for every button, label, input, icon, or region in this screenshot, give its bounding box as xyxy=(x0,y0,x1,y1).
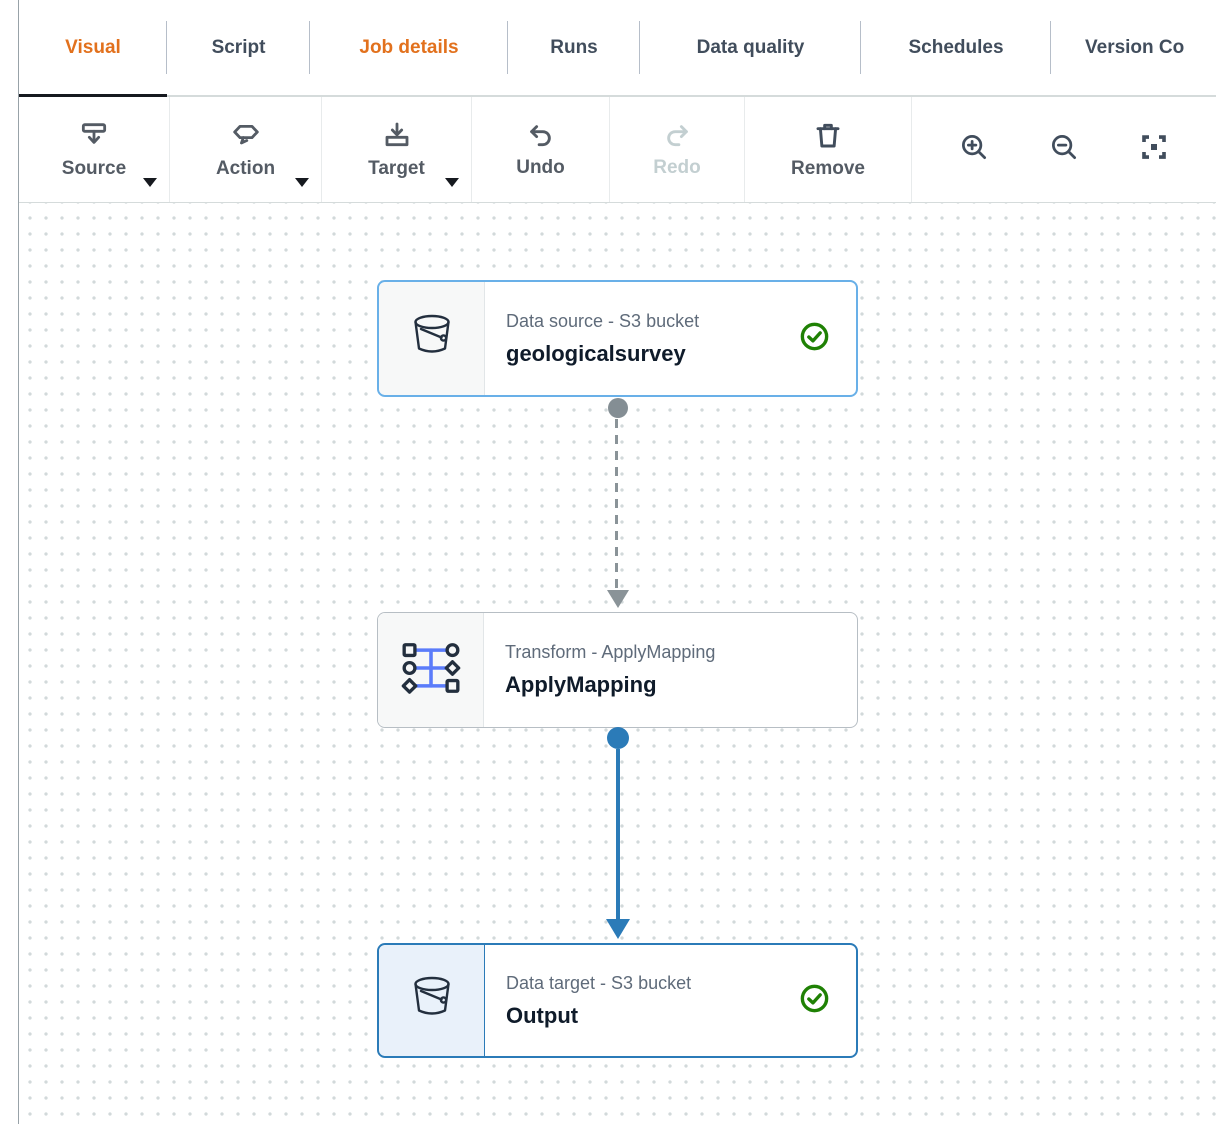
tab-label: Runs xyxy=(550,36,598,58)
trash-icon xyxy=(812,120,844,152)
output-port-selected[interactable] xyxy=(607,727,629,749)
tab-label: Version Co xyxy=(1085,36,1185,58)
edge-arrowhead xyxy=(607,590,629,608)
tab-divider xyxy=(309,21,310,74)
undo-icon xyxy=(526,121,556,151)
target-icon xyxy=(381,120,413,152)
zoom-out-button[interactable] xyxy=(1036,122,1092,178)
node-data-target[interactable]: Data target - S3 bucket Output xyxy=(377,943,858,1058)
zoom-in-button[interactable] xyxy=(946,122,1002,178)
tab-script[interactable]: Script xyxy=(167,0,310,95)
node-data-source[interactable]: Data source - S3 bucket geologicalsurvey xyxy=(377,280,858,397)
undo-button-label: Undo xyxy=(516,156,565,178)
node-subtitle: Data source - S3 bucket xyxy=(506,310,700,331)
source-button-label: Source xyxy=(61,157,127,179)
source-icon xyxy=(78,120,110,152)
output-port[interactable] xyxy=(608,398,628,418)
edge-arrowhead xyxy=(606,919,630,939)
node-transform[interactable]: Transform - ApplyMapping ApplyMapping xyxy=(377,612,858,728)
valid-check-icon xyxy=(799,321,830,357)
fit-to-view-button[interactable] xyxy=(1126,122,1182,178)
caret-down-icon xyxy=(445,178,459,187)
canvas-toolbar: Source Action Target xyxy=(19,97,1216,203)
node-text: Data source - S3 bucket geologicalsurvey xyxy=(485,282,856,395)
node-title: Output xyxy=(506,1002,579,1028)
target-button-label: Target xyxy=(368,157,425,179)
panel-left-border xyxy=(18,0,19,1124)
job-graph-canvas[interactable]: Data source - S3 bucket geologicalsurvey xyxy=(19,203,1216,1124)
action-button[interactable]: Action xyxy=(170,97,322,202)
tab-schedules[interactable]: Schedules xyxy=(861,0,1051,95)
tab-version-control[interactable]: Version Co xyxy=(1051,0,1216,95)
zoom-in-icon xyxy=(959,132,989,167)
node-subtitle: Data target - S3 bucket xyxy=(506,972,692,993)
edge-dashed-line xyxy=(615,419,618,591)
glue-studio-editor: Visual Script Job details Runs Data qual… xyxy=(19,0,1216,1124)
node-icon-panel xyxy=(378,613,484,727)
redo-button[interactable]: Redo xyxy=(610,97,745,202)
redo-icon xyxy=(662,121,692,151)
node-title: geologicalsurvey xyxy=(506,340,686,366)
remove-button[interactable]: Remove xyxy=(745,97,912,202)
edge-solid-line xyxy=(616,749,620,920)
s3-bucket-icon xyxy=(404,970,460,1031)
tab-data-quality[interactable]: Data quality xyxy=(640,0,861,95)
node-icon-panel xyxy=(379,945,485,1056)
tab-label: Job details xyxy=(359,36,459,58)
remove-button-label: Remove xyxy=(791,157,865,179)
action-icon xyxy=(230,120,262,152)
action-button-label: Action xyxy=(215,157,276,179)
target-button[interactable]: Target xyxy=(322,97,472,202)
node-text: Data target - S3 bucket Output xyxy=(485,945,856,1056)
node-icon-panel xyxy=(379,282,485,395)
caret-down-icon xyxy=(295,178,309,187)
tab-divider xyxy=(166,21,167,74)
tab-divider xyxy=(1050,21,1051,74)
valid-check-icon xyxy=(799,983,830,1019)
fit-to-view-icon xyxy=(1139,132,1169,167)
node-title: ApplyMapping xyxy=(505,672,657,697)
tab-label: Script xyxy=(211,36,266,58)
tab-label: Schedules xyxy=(908,36,1004,58)
apply-mapping-icon xyxy=(400,637,462,704)
node-subtitle: Transform - ApplyMapping xyxy=(505,642,716,662)
tab-visual[interactable]: Visual xyxy=(19,0,167,99)
tab-divider xyxy=(860,21,861,74)
undo-button[interactable]: Undo xyxy=(472,97,610,202)
redo-button-label: Redo xyxy=(653,156,701,178)
tab-label: Data quality xyxy=(696,36,805,58)
tab-label: Visual xyxy=(65,36,121,58)
zoom-out-icon xyxy=(1049,132,1079,167)
caret-down-icon xyxy=(143,178,157,187)
job-editor-tabs: Visual Script Job details Runs Data qual… xyxy=(19,0,1216,99)
tab-job-details[interactable]: Job details xyxy=(310,0,508,95)
s3-bucket-icon xyxy=(404,308,460,369)
zoom-controls xyxy=(912,97,1216,202)
source-button[interactable]: Source xyxy=(19,97,170,202)
node-text: Transform - ApplyMapping ApplyMapping xyxy=(484,613,857,727)
tab-runs[interactable]: Runs xyxy=(508,0,640,95)
tab-divider xyxy=(639,21,640,74)
tab-divider xyxy=(507,21,508,74)
